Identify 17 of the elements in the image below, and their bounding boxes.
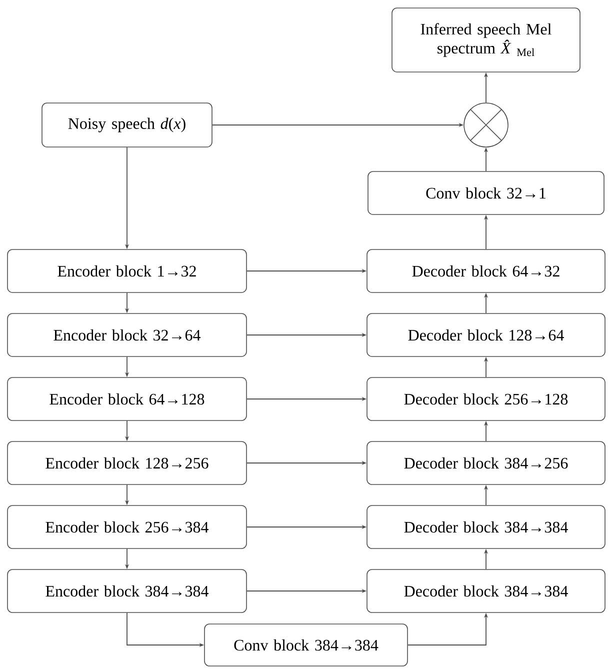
- block-box: Conv block 384→384: [204, 624, 408, 666]
- multiply-circle: [464, 102, 508, 148]
- block-box: Encoder block 384→384: [7, 569, 247, 613]
- block-box: Conv block 32→1: [368, 171, 604, 215]
- block-box: Decoder block 256→128: [366, 377, 606, 421]
- block-box: Encoder block 256→384: [7, 505, 247, 549]
- block-box: Decoder block 128→64: [366, 313, 606, 357]
- block-box: Encoder block 32→64: [7, 313, 247, 357]
- block-box: Decoder block 384→384: [366, 505, 606, 549]
- block-box: Encoder block 1→32: [7, 249, 247, 293]
- block-box: Decoder block 384→256: [366, 441, 606, 485]
- block-box: Decoder block 384→384: [366, 569, 606, 613]
- block-box: Encoder block 128→256: [7, 441, 247, 485]
- block-box: Decoder block 64→32: [366, 249, 606, 293]
- block-box: Noisy speech d(x): [42, 102, 212, 148]
- block-box: Inferred speech Mel spectrum X̂$_{Mel}$: [392, 8, 580, 72]
- block-box: Encoder block 64→128: [7, 377, 247, 421]
